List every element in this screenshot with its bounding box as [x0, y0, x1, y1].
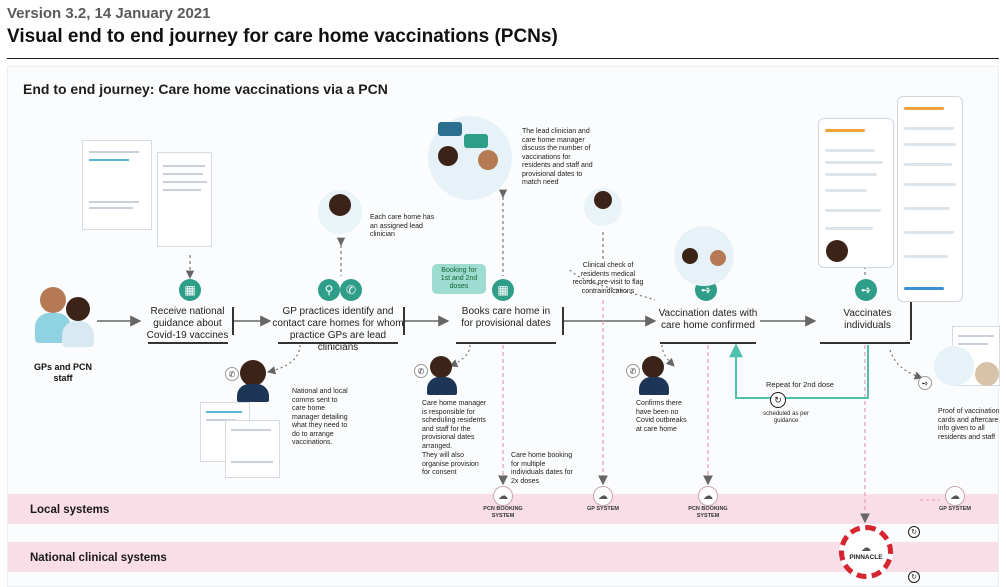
repeat-dose-label: Repeat for 2nd dose: [766, 380, 834, 389]
vaccinator-avatar: [826, 240, 848, 262]
page-title: Visual end to end journey for care home …: [7, 26, 558, 47]
stage-4-rule: [660, 342, 756, 344]
pcn-booking-system-icon: ☁: [698, 486, 718, 506]
gp-system-label-1: GP SYSTEM: [587, 506, 619, 512]
discussion-person-2: [478, 150, 498, 170]
stage-3-rule: [456, 342, 556, 344]
gp-system-label-2: GP SYSTEM: [939, 506, 971, 512]
guidance-doc-2: [157, 152, 212, 247]
speech-bubble-icon: [464, 134, 488, 148]
discussion-person-1: [438, 146, 458, 166]
outbreak-check-body: [639, 377, 669, 395]
syringe-icon: ➺: [918, 376, 932, 390]
gp-avatar-2-body: [62, 321, 94, 347]
calendar-icon: ▦: [179, 279, 201, 301]
title-divider: [7, 58, 999, 59]
care-manager-body: [237, 384, 269, 402]
outbreak-note: Confirms there have been no Covid outbre…: [636, 400, 687, 433]
actor-label: GPs and PCN staff: [33, 362, 92, 383]
pcn-booking-system-icon: ☁: [493, 486, 513, 506]
lead-clinician-note: Each care home has an assigned lead clin…: [370, 214, 435, 238]
national-systems-band: [8, 542, 998, 572]
phone-icon: ✆: [626, 364, 640, 378]
comms-doc-2: [225, 420, 280, 478]
journey-title: End to end journey: Care home vaccinatio…: [23, 81, 388, 97]
stage-2-rule: [278, 342, 398, 344]
confirm-person-1: [682, 248, 698, 264]
stage-3-label: Books care home in for provisional dates: [461, 306, 551, 329]
care-home-manager-body: [427, 377, 457, 395]
phone-icon: ✆: [225, 367, 239, 381]
proof-note: Proof of vaccination cards and aftercare…: [938, 408, 1000, 441]
consent-note: They will also organise provision for co…: [422, 452, 479, 476]
guidance-doc-1: [82, 140, 152, 230]
phone-icon: ✆: [340, 279, 362, 301]
speech-bubble-icon: [438, 122, 462, 136]
care-home-manager-avatar: [430, 356, 452, 378]
clinician-head: [594, 191, 612, 209]
resident-head: [975, 362, 999, 386]
vaccination-app-screen-2: [897, 96, 963, 302]
clinical-check-note: Clinical check of residents medical reco…: [572, 262, 644, 295]
local-systems-label: Local systems: [30, 504, 110, 516]
comms-note: National and local comms sent to care ho…: [292, 388, 348, 446]
pinnacle-label: PINNACLE: [849, 554, 883, 561]
gp-avatar-1: [40, 287, 66, 313]
resident-circle: [934, 346, 974, 386]
discussion-note: The lead clinician and care home manager…: [522, 128, 593, 186]
timer-icon: ↻: [908, 526, 920, 538]
national-systems-label: National clinical systems: [30, 552, 167, 564]
pcn-booking-system-label-2: PCN BOOKING SYSTEM: [688, 506, 728, 519]
scheduled-note: scheduled as per guidance: [763, 411, 809, 424]
stage-4-label: Vaccination dates with care home confirm…: [658, 308, 758, 331]
manager-responsible-note: Care home manager is responsible for sch…: [422, 400, 487, 450]
cloud-icon: ☁: [861, 543, 871, 554]
syringe-icon: ➺: [855, 279, 877, 301]
stage-5-label: Vaccinates individuals: [843, 308, 892, 331]
stage-1-label: Receive national guidance about Covid-19…: [146, 306, 229, 341]
stage-2-label: GP practices identify and contact care h…: [272, 306, 404, 353]
stage-5-rule: [820, 342, 910, 344]
timer-icon: ↻: [908, 571, 920, 583]
version-text: Version 3.2, 14 January 2021: [7, 5, 211, 22]
stage-1-rule: [148, 342, 228, 344]
search-icon: ⚲: [318, 279, 340, 301]
calendar-icon: ▦: [492, 279, 514, 301]
pinnacle-system-badge: ☁ PINNACLE: [839, 525, 893, 579]
outbreak-check-avatar: [642, 356, 664, 378]
gp-system-icon: ☁: [593, 486, 613, 506]
timer-icon: ↻: [770, 392, 786, 408]
care-manager-avatar: [240, 360, 266, 386]
confirm-person-2: [710, 250, 726, 266]
phone-icon: ✆: [414, 364, 428, 378]
multi-dates-note: Care home booking for multiple individua…: [511, 452, 573, 485]
gp-system-icon: ☁: [945, 486, 965, 506]
gp-avatar-2: [66, 297, 90, 321]
lead-clinician-head: [329, 194, 351, 216]
booking-tag: Booking for 1st and 2nd doses: [432, 264, 486, 294]
pcn-booking-system-label-1: PCN BOOKING SYSTEM: [483, 506, 523, 519]
